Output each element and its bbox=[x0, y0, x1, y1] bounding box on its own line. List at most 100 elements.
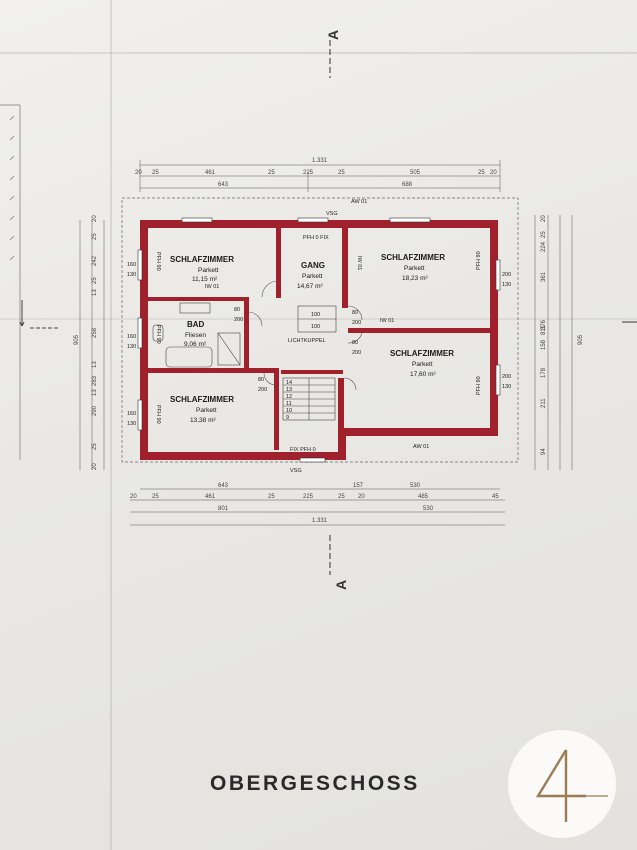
bathtub-icon bbox=[165, 346, 213, 368]
stair-step-number: 14 bbox=[286, 380, 292, 386]
room-name: SCHLAFZIMMER bbox=[170, 395, 234, 404]
dim-label: 45 bbox=[492, 494, 499, 500]
label-130-3: 130 bbox=[127, 421, 136, 427]
label-80-2: 80 bbox=[352, 340, 358, 346]
dim-lines-left bbox=[79, 220, 105, 470]
toilet-icon bbox=[152, 324, 164, 342]
label-200-5: 200 bbox=[234, 317, 243, 323]
room-floor: Parkett bbox=[198, 267, 219, 274]
label-pfh90-2: PFH 90 bbox=[155, 325, 161, 344]
dim-label: 157 bbox=[353, 483, 364, 489]
dim-label: 13 bbox=[92, 289, 98, 296]
label-160-2: 160 bbox=[127, 334, 136, 340]
overall-dim-bottom: 1.331 bbox=[312, 518, 328, 524]
room-bedroom-2: SCHLAFZIMMER Parkett 18,23 m² bbox=[381, 253, 445, 282]
label-160-1: 160 bbox=[127, 262, 136, 268]
paper-fold bbox=[110, 0, 112, 850]
room-name: SCHLAFZIMMER bbox=[381, 253, 445, 262]
dim-label: 643 bbox=[218, 483, 229, 489]
stair-step-number: 13 bbox=[286, 387, 292, 393]
label-130-4: 130 bbox=[502, 282, 511, 288]
dim-label: 25 bbox=[268, 494, 275, 500]
bottom-dims-row3: 801 530 bbox=[218, 506, 434, 512]
dim-label: 461 bbox=[205, 494, 216, 500]
room-name: SCHLAFZIMMER bbox=[170, 255, 234, 264]
dim-label: 811 bbox=[541, 325, 547, 335]
dim-label: 20 bbox=[490, 170, 497, 176]
dim-label: 20 bbox=[92, 215, 98, 222]
dim-label: 94 bbox=[541, 448, 547, 455]
dim-label: 530 bbox=[423, 506, 434, 512]
label-vsg-top: VSG bbox=[326, 211, 338, 217]
label-200-4: 200 bbox=[352, 350, 361, 356]
dim-label: 688 bbox=[402, 182, 413, 188]
dim-label: 25 bbox=[92, 233, 98, 240]
room-area: 17,60 m² bbox=[410, 371, 436, 378]
left-hatch bbox=[0, 104, 21, 460]
dim-lines-bottom bbox=[130, 488, 505, 526]
shower-icon bbox=[217, 332, 241, 366]
dim-label: 283 bbox=[92, 375, 98, 386]
label-80-4: 80 bbox=[258, 377, 264, 383]
dim-label: 25 bbox=[338, 494, 345, 500]
dim-label: 25 bbox=[338, 170, 345, 176]
label-200-2: 200 bbox=[502, 374, 511, 380]
dim-label: 25 bbox=[92, 277, 98, 284]
room-area: 11,15 m² bbox=[192, 276, 218, 283]
dim-lines-right bbox=[534, 215, 573, 470]
paper-fold bbox=[0, 52, 637, 54]
stair-step-number: 11 bbox=[286, 401, 292, 407]
label-pfh90-3: PFH 90 bbox=[155, 405, 161, 424]
dim-label: 158 bbox=[541, 339, 547, 350]
right-total-dim: 905 bbox=[578, 334, 584, 345]
dim-label: 225 bbox=[303, 494, 314, 500]
four-logo-icon bbox=[535, 749, 608, 822]
bath-fixtures bbox=[152, 302, 241, 368]
dim-label: 20 bbox=[92, 463, 98, 470]
stair-step-number: 10 bbox=[286, 408, 292, 414]
label-130-1: 130 bbox=[127, 272, 136, 278]
room-floor: Parkett bbox=[196, 407, 217, 414]
label-fixpfh0-bottom: FIX PFH 0 bbox=[290, 447, 316, 453]
label-pfh0fix-top: PFH 0 FIX bbox=[303, 235, 329, 241]
dim-label: 20 bbox=[130, 494, 137, 500]
dim-label: 25 bbox=[92, 443, 98, 450]
room-bedroom-3: SCHLAFZIMMER Parkett 17,60 m² bbox=[390, 349, 454, 378]
label-iw01-b: IW 01 bbox=[380, 318, 394, 324]
dim-label: 13 bbox=[92, 389, 98, 396]
dim-label: 485 bbox=[418, 494, 429, 500]
stair-step-number: 9 bbox=[286, 415, 289, 421]
stair-step-number: 12 bbox=[286, 394, 292, 400]
label-130-5: 130 bbox=[502, 384, 511, 390]
dim-label: 211 bbox=[541, 398, 547, 408]
label-lk-a: 100 bbox=[311, 312, 320, 318]
label-200-1: 200 bbox=[502, 272, 511, 278]
label-vsg-bottom: VSG bbox=[290, 468, 302, 474]
label-130-2: 130 bbox=[127, 344, 136, 350]
overall-dim-top: 1.331 bbox=[312, 158, 328, 164]
dim-label: 258 bbox=[92, 327, 98, 338]
door-swings bbox=[247, 280, 363, 391]
room-area: 13,38 m² bbox=[190, 417, 216, 424]
room-bedroom-1: SCHLAFZIMMER Parkett 11,15 m² bbox=[170, 255, 234, 283]
section-marker-bottom: A bbox=[333, 580, 349, 590]
dim-label: 461 bbox=[205, 170, 216, 176]
dim-label: 801 bbox=[218, 506, 229, 512]
dim-label: 290 bbox=[92, 405, 98, 416]
brand-logo bbox=[508, 730, 616, 838]
dim-label: 505 bbox=[410, 170, 421, 176]
dim-label: 225 bbox=[303, 170, 314, 176]
room-area: 18,23 m² bbox=[402, 275, 428, 282]
label-aw01-bottom: AW 01 bbox=[413, 444, 429, 450]
left-total-dim: 905 bbox=[74, 334, 80, 345]
dim-label: 905 bbox=[545, 0, 556, 2]
dim-label: 20 bbox=[135, 170, 142, 176]
room-area: 14,67 m² bbox=[297, 283, 323, 290]
